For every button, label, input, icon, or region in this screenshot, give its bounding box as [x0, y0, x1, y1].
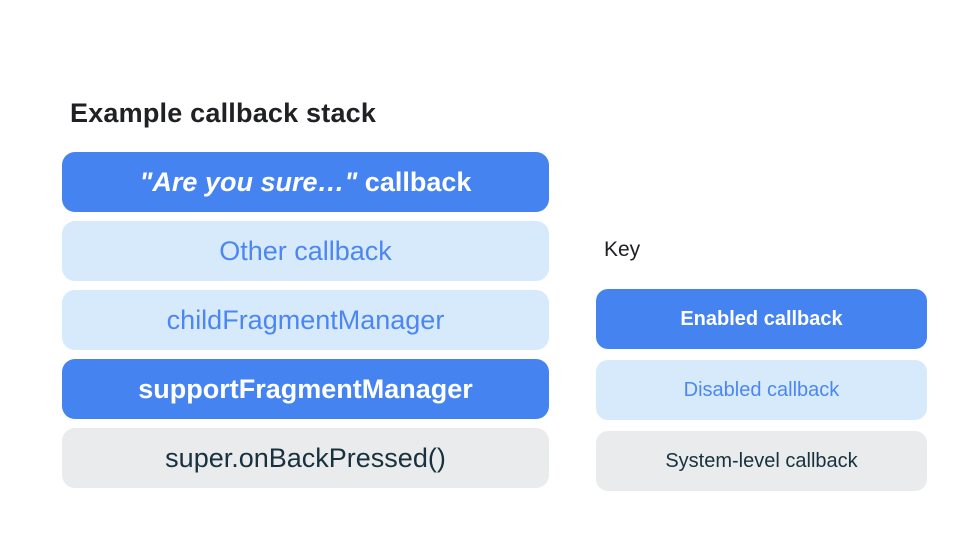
are-you-sure-rest-text: callback — [357, 166, 472, 197]
callback-stack: "Are you sure…" callback Other callback … — [62, 152, 549, 488]
stack-box-super-on-back-pressed: super.onBackPressed() — [62, 428, 549, 488]
stack-box-other-callback: Other callback — [62, 221, 549, 281]
key-box-system-level-callback: System-level callback — [596, 431, 927, 491]
key-box-disabled-callback: Disabled callback — [596, 360, 927, 420]
stack-box-support-fragment-manager: supportFragmentManager — [62, 359, 549, 419]
key-title: Key — [604, 238, 641, 261]
stack-box-are-you-sure-callback: "Are you sure…" callback — [62, 152, 549, 212]
key-legend: Enabled callback Disabled callback Syste… — [596, 289, 927, 491]
key-box-enabled-callback: Enabled callback — [596, 289, 927, 349]
page-title: Example callback stack — [70, 98, 377, 128]
stack-box-child-fragment-manager: childFragmentManager — [62, 290, 549, 350]
are-you-sure-italic-text: "Are you sure…" — [139, 166, 358, 197]
